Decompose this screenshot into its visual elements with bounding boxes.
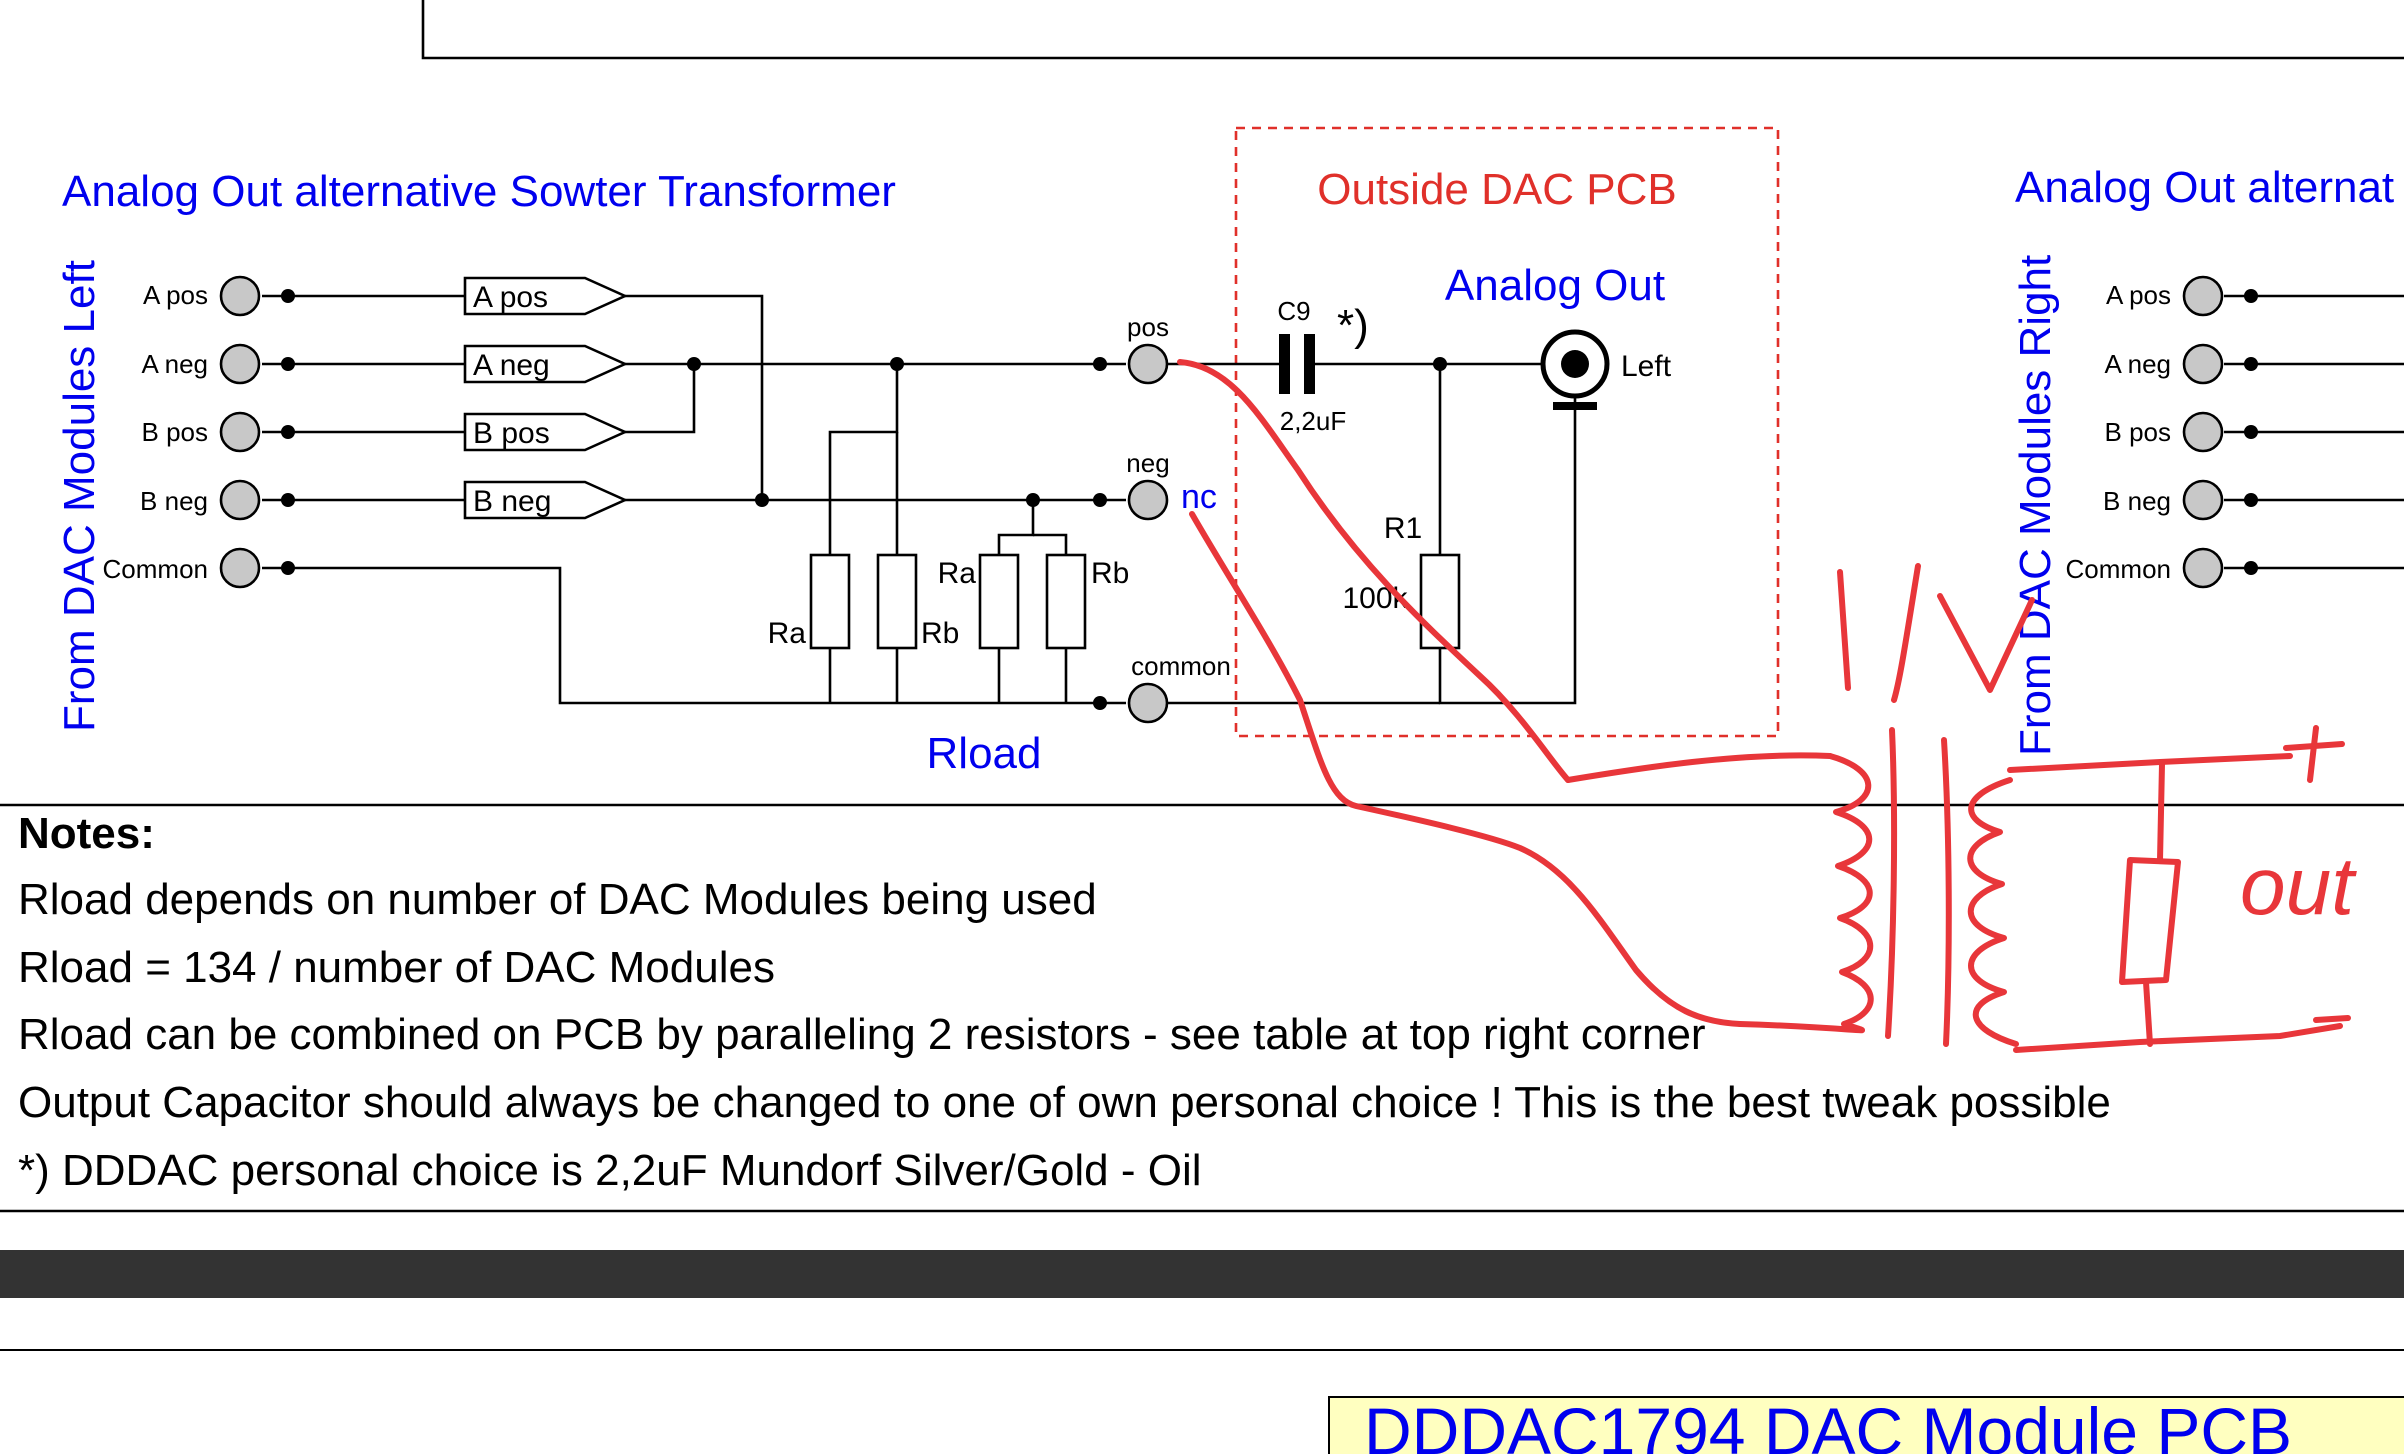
right-pin-a-neg [2182, 343, 2224, 385]
right-pin-b-neg [2182, 479, 2224, 521]
resistor-rb-2 [1045, 553, 1087, 650]
pin-b-pos [219, 411, 261, 453]
terminal-label-nc: nc [1181, 478, 1217, 516]
analog-out-label: Analog Out [1445, 261, 1665, 310]
capacitor-value: 2,2uF [1280, 406, 1347, 436]
dark-band [0, 1250, 2404, 1298]
terminal-label-pos: pos [1127, 312, 1169, 342]
left-side-label: From DAC Modules Left [55, 260, 104, 732]
pin-label-common: Common [103, 554, 208, 584]
resistor-label-rb-1: Rb [921, 617, 959, 650]
buffer-b-pos [463, 412, 629, 452]
buffer-label-a-pos: A pos [473, 281, 548, 314]
terminal-common [1127, 682, 1169, 724]
top-frame [421, 0, 2404, 60]
right-pin-label-a-neg: A neg [2104, 349, 2171, 379]
resistor-rb-1 [876, 553, 918, 650]
buffer-b-neg [463, 480, 629, 520]
capacitor-name: C9 [1277, 296, 1310, 326]
note-line-4: Output Capacitor should always be change… [18, 1078, 2111, 1127]
buffer-a-neg [463, 344, 629, 384]
pin-a-neg [219, 343, 261, 385]
note-line-1: Rload depends on number of DAC Modules b… [18, 875, 1097, 924]
buffer-label-a-neg: A neg [473, 349, 550, 382]
jack-label: Left [1621, 350, 1672, 383]
outside-box-title: Outside DAC PCB [1317, 165, 1676, 214]
capacitor-mark: *) [1337, 301, 1369, 350]
footer-title-box [1328, 1396, 2404, 1454]
right-pin-b-pos [2182, 411, 2224, 453]
right-wires [2224, 289, 2404, 575]
junction-dots [281, 289, 1107, 710]
right-pin-label-b-pos: B pos [2105, 417, 2172, 447]
pin-a-pos [219, 275, 261, 317]
buffer-a-pos [463, 276, 629, 316]
resistor-label-ra-2: Ra [938, 557, 977, 590]
resistor-label-ra-1: Ra [768, 617, 807, 650]
pin-label-b-neg: B neg [140, 486, 208, 516]
right-pin-label-common: Common [2066, 554, 2171, 584]
buffer-label-b-pos: B pos [473, 417, 550, 450]
pin-label-b-pos: B pos [142, 417, 209, 447]
right-pin-label-b-neg: B neg [2103, 486, 2171, 516]
pin-common [219, 547, 261, 589]
capacitor-c9 [1279, 334, 1315, 394]
pin-b-neg [219, 479, 261, 521]
terminal-label-neg: neg [1126, 448, 1169, 478]
rca-jack-icon [1540, 329, 1610, 410]
footer-title: DDDAC1794 DAC Module PCB [1364, 1394, 2292, 1454]
resistor-ra-1 [809, 553, 851, 650]
terminal-neg [1127, 479, 1169, 521]
resistor-label-rb-2: Rb [1091, 557, 1129, 590]
note-line-5: *) DDDAC personal choice is 2,2uF Mundor… [18, 1146, 1202, 1195]
terminal-pos [1127, 343, 1169, 385]
notes-heading: Notes: [18, 809, 155, 858]
right-pin-a-pos [2182, 275, 2224, 317]
right-pin-common [2182, 547, 2224, 589]
handwritten-transformer-sketch [1177, 359, 2351, 1053]
note-line-2: Rload = 134 / number of DAC Modules [18, 943, 775, 992]
resistor-r1 [1419, 553, 1461, 650]
pin-label-a-neg: A neg [141, 349, 208, 379]
buffer-label-b-neg: B neg [473, 485, 551, 518]
rload-label: Rload [927, 729, 1042, 778]
right-pin-label-a-pos: A pos [2106, 280, 2171, 310]
resistor-r1-name: R1 [1384, 512, 1422, 545]
terminal-label-common: common [1131, 651, 1231, 681]
note-line-3: Rload can be combined on PCB by parallel… [18, 1010, 1706, 1059]
resistor-ra-2 [978, 553, 1020, 650]
pin-label-a-pos: A pos [143, 280, 208, 310]
left-section-title: Analog Out alternative Sowter Transforme… [62, 167, 896, 216]
handwritten-out-label: out [2240, 841, 2357, 932]
right-section-title: Analog Out alternat [2015, 163, 2394, 212]
right-side-label: From DAC Modules Right [2011, 255, 2060, 756]
left-wires [262, 294, 1126, 705]
